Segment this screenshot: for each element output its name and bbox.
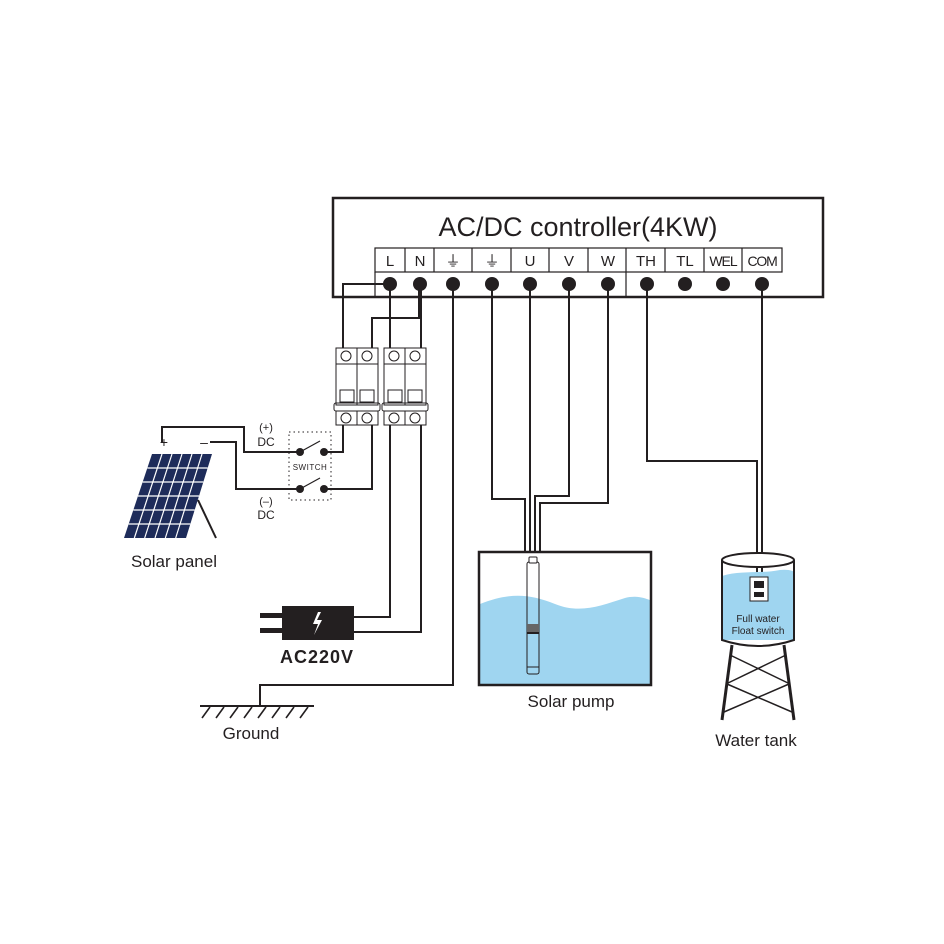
controller-title: AC/DC controller(4KW) bbox=[438, 212, 717, 242]
dc-positive-sign: (+) bbox=[259, 422, 273, 434]
terminal-label-pe2: ⏚ bbox=[484, 253, 499, 270]
pump-tank-icon bbox=[477, 550, 653, 687]
ac-source-label: AC220V bbox=[280, 647, 354, 667]
wire-ground bbox=[259, 284, 454, 706]
terminal-dot-com[interactable] bbox=[755, 277, 769, 291]
breaker-right bbox=[381, 347, 429, 426]
terminal-label-l: L bbox=[386, 253, 394, 270]
panel-grid-col bbox=[133, 453, 163, 539]
terminal-labels: L N ⏚ ⏚ U V W TH TL WEL COM bbox=[386, 253, 778, 270]
dc-negative-sign: (–) bbox=[259, 496, 272, 508]
water-tank-label: Water tank bbox=[715, 731, 797, 750]
solar-panel-label: Solar panel bbox=[131, 552, 217, 571]
terminal-dot-tl[interactable] bbox=[678, 277, 692, 291]
ground-hatch bbox=[201, 706, 309, 719]
terminal-dot-wel[interactable] bbox=[716, 277, 730, 291]
controller-box bbox=[331, 196, 825, 299]
terminal-label-strip bbox=[374, 247, 783, 273]
terminal-label-w: W bbox=[601, 253, 616, 270]
terminal-label-com: COM bbox=[747, 253, 777, 269]
dc-negative-label: DC bbox=[257, 508, 275, 522]
terminal-dot-v[interactable] bbox=[562, 277, 576, 291]
terminal-dot-th[interactable] bbox=[640, 277, 654, 291]
solar-plus-sign: + bbox=[160, 434, 168, 450]
breaker-left bbox=[333, 347, 381, 426]
water-tank-icon bbox=[720, 552, 796, 721]
terminal-dot-w[interactable] bbox=[601, 277, 615, 291]
switch-label: SWITCH bbox=[293, 463, 328, 472]
panel-grid-col bbox=[164, 453, 193, 539]
solar-panel-icon bbox=[124, 453, 217, 539]
terminal-dot-l[interactable] bbox=[383, 277, 397, 291]
panel-grid-col bbox=[175, 453, 203, 539]
wire-ac bbox=[354, 425, 422, 633]
terminal-dot-n[interactable] bbox=[413, 277, 427, 291]
terminal-dividers bbox=[374, 248, 743, 297]
terminal-label-u: U bbox=[525, 253, 536, 270]
wire-pump bbox=[491, 284, 609, 552]
dc-positive-label: DC bbox=[257, 435, 275, 449]
terminal-label-v: V bbox=[564, 253, 574, 270]
terminal-dot-pe1[interactable] bbox=[446, 277, 460, 291]
ground-label: Ground bbox=[223, 724, 280, 743]
terminal-label-th: TH bbox=[636, 253, 656, 270]
terminal-label-pe1: ⏚ bbox=[445, 253, 460, 270]
terminal-label-wel: WEL bbox=[709, 253, 738, 269]
float-switch-label-line2: Float switch bbox=[732, 626, 785, 637]
terminal-dot-pe2[interactable] bbox=[485, 277, 499, 291]
terminal-label-n: N bbox=[415, 253, 426, 270]
wire-l-n bbox=[342, 283, 422, 348]
wire-tank bbox=[646, 284, 763, 580]
solar-minus-sign: – bbox=[200, 434, 208, 450]
ac-plug-icon bbox=[260, 606, 354, 640]
panel-grid-col bbox=[144, 453, 173, 539]
wire-dc bbox=[161, 425, 373, 490]
float-switch-label-line1: Full water bbox=[736, 614, 780, 625]
terminal-dot-u[interactable] bbox=[523, 277, 537, 291]
terminal-dots bbox=[296, 277, 769, 493]
switch-box bbox=[288, 431, 332, 501]
panel-grid-col bbox=[154, 453, 183, 539]
lightning-icon bbox=[313, 612, 322, 635]
terminal-label-tl: TL bbox=[676, 253, 694, 270]
pump-label: Solar pump bbox=[528, 692, 615, 711]
